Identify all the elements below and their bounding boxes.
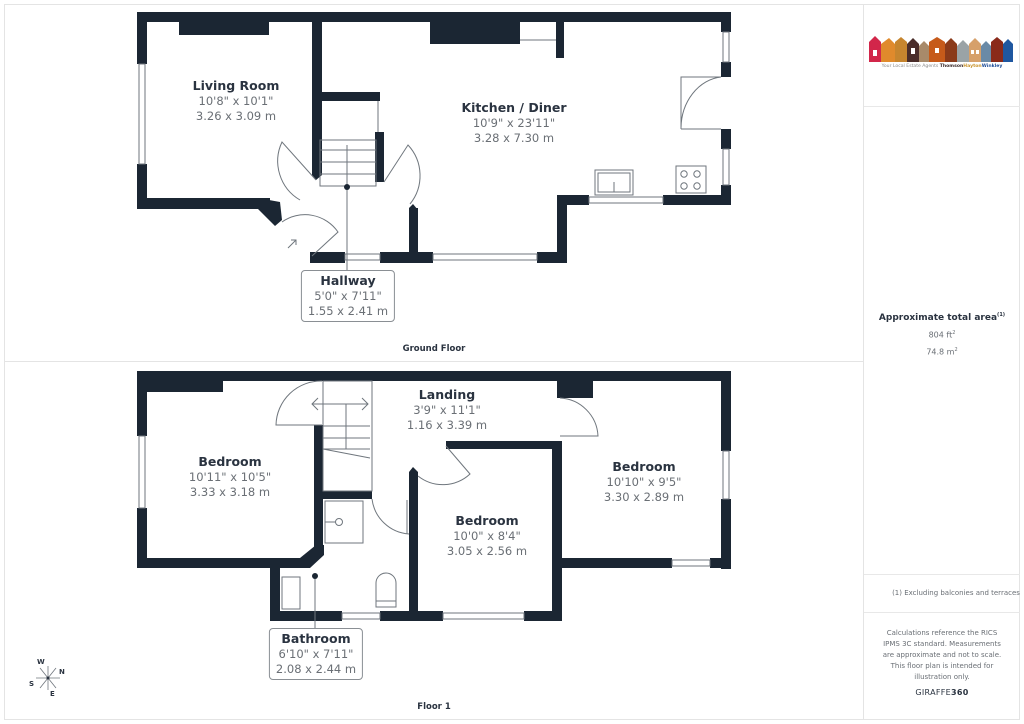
room-metric: 3.33 x 3.18 m bbox=[189, 485, 271, 499]
room-bedroom-1: Bedroom 10'11" x 10'5" 3.33 x 3.18 m bbox=[189, 454, 271, 500]
logo-brand-thomson: Thomson bbox=[939, 64, 964, 69]
compass-n: N bbox=[59, 668, 65, 676]
logo-tagline: Your Local Estate Agents bbox=[881, 64, 939, 69]
area-summary: Approximate total area(1) 804 ft2 74.8 m… bbox=[864, 312, 1020, 359]
room-imperial: 10'11" x 10'5" bbox=[188, 470, 272, 484]
room-name: Kitchen / Diner bbox=[461, 100, 567, 115]
sidebar-divider-2 bbox=[864, 574, 1020, 575]
floorplan-drawing bbox=[137, 12, 731, 628]
area-metric: 74.8 m2 bbox=[926, 346, 958, 357]
hallway-marker bbox=[344, 184, 350, 190]
room-bathroom: Bathroom 6'10" x 7'11" 2.08 x 2.44 m bbox=[268, 628, 364, 680]
agent-logo: Your Local Estate Agents ThomsonHaytonWi… bbox=[864, 34, 1020, 69]
room-imperial: 10'10" x 9'5" bbox=[606, 475, 682, 489]
room-imperial: 10'0" x 8'4" bbox=[453, 529, 521, 543]
ground-floor-walls bbox=[137, 12, 731, 263]
room-landing: Landing 3'9" x 11'1" 1.16 x 3.39 m bbox=[407, 387, 487, 433]
giraffe360-credit: GIRAFFE360 bbox=[915, 688, 969, 697]
room-name: Hallway bbox=[320, 273, 376, 288]
logo-text: Your Local Estate Agents ThomsonHaytonWi… bbox=[864, 64, 1020, 69]
room-metric: 3.05 x 2.56 m bbox=[446, 544, 528, 558]
disclaimer: Calculations reference the RICS IPMS 3C … bbox=[882, 629, 1002, 681]
floor-label-floor-1: Floor 1 bbox=[417, 702, 451, 712]
room-imperial: 5'0" x 7'11" bbox=[314, 289, 382, 303]
page-frame bbox=[4, 4, 1020, 720]
sidebar-divider-3 bbox=[864, 612, 1020, 613]
room-metric: 3.26 x 3.09 m bbox=[195, 109, 277, 123]
compass: W N S E bbox=[26, 658, 70, 698]
room-name: Bathroom bbox=[281, 631, 351, 646]
room-bedroom-2: Bedroom 10'10" x 9'5" 3.30 x 2.89 m bbox=[604, 459, 684, 505]
room-metric: 3.30 x 2.89 m bbox=[603, 490, 685, 504]
area-footnote: (1) Excluding balconies and terraces bbox=[892, 589, 1020, 597]
room-hallway: Hallway 5'0" x 7'11" 1.55 x 2.41 m bbox=[300, 270, 396, 322]
logo-brand-hayton: Hayton bbox=[963, 64, 982, 69]
houses-logo-icon bbox=[869, 36, 1013, 62]
sidebar-divider-1 bbox=[864, 106, 1020, 107]
room-name: Bedroom bbox=[455, 513, 519, 528]
ground-floor-details bbox=[138, 31, 730, 270]
area-imperial: 804 ft2 bbox=[928, 330, 956, 340]
room-imperial: 10'9" x 23'11" bbox=[472, 116, 556, 130]
compass-e: E bbox=[50, 690, 55, 698]
room-imperial: 6'10" x 7'11" bbox=[278, 647, 354, 661]
compass-rose-icon bbox=[36, 666, 60, 690]
floor1-details bbox=[138, 380, 730, 628]
room-bedroom-3: Bedroom 10'0" x 8'4" 3.05 x 2.56 m bbox=[447, 513, 527, 559]
logo-brand-winkley: Winkley bbox=[981, 64, 1003, 69]
sidebar-divider bbox=[863, 4, 864, 720]
room-name: Bedroom bbox=[198, 454, 262, 469]
room-living-room: Living Room 10'8" x 10'1" 3.26 x 3.09 m bbox=[193, 78, 280, 124]
bathroom-marker bbox=[312, 573, 318, 579]
room-name: Landing bbox=[418, 387, 476, 402]
room-metric: 1.55 x 2.41 m bbox=[307, 304, 389, 318]
room-kitchen-diner: Kitchen / Diner 10'9" x 23'11" 3.28 x 7.… bbox=[461, 100, 566, 146]
floor1-walls bbox=[137, 371, 731, 621]
compass-s: S bbox=[29, 680, 35, 688]
room-name: Bedroom bbox=[612, 459, 676, 474]
area-title: Approximate total area(1) bbox=[878, 312, 1006, 323]
floor-divider bbox=[4, 361, 864, 362]
floor-label-ground: Ground Floor bbox=[402, 344, 466, 354]
room-metric: 1.16 x 3.39 m bbox=[406, 418, 488, 432]
room-imperial: 3'9" x 11'1" bbox=[413, 403, 481, 417]
compass-w: W bbox=[37, 658, 45, 666]
room-metric: 3.28 x 7.30 m bbox=[473, 131, 555, 145]
room-name: Living Room bbox=[192, 78, 280, 93]
room-imperial: 10'8" x 10'1" bbox=[198, 94, 274, 108]
room-metric: 2.08 x 2.44 m bbox=[275, 662, 357, 676]
